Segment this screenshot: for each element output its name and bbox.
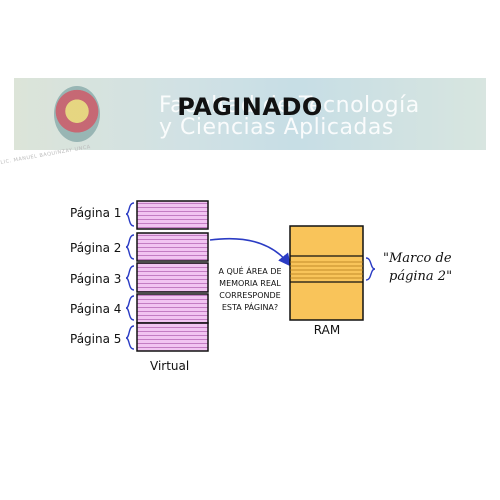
brace-icon — [125, 325, 135, 350]
question-line-1: A QUÉ ÁREA DE — [218, 265, 281, 276]
page-label-4: Página 4 — [70, 302, 121, 316]
frame-note-line-2: página 2" — [389, 269, 452, 284]
virtual-page-5 — [136, 322, 209, 352]
ram-memory — [289, 225, 364, 321]
frame-brace-icon — [365, 257, 376, 281]
virtual-page-1 — [136, 200, 209, 230]
page-label-1: Página 1 — [70, 206, 121, 220]
university-seal — [54, 86, 100, 142]
page-label-2: Página 2 — [70, 241, 121, 255]
ram-block — [289, 225, 364, 321]
virtual-page-3 — [136, 262, 209, 293]
page-label-5: Página 5 — [70, 332, 121, 346]
page-label-3: Página 3 — [70, 272, 121, 286]
brace-icon — [125, 202, 135, 227]
brace-icon — [125, 295, 135, 321]
virtual-memory — [136, 200, 209, 352]
virtual-label: Virtual — [150, 359, 189, 373]
ram-label: RAM — [314, 323, 340, 337]
page-braces — [125, 202, 135, 350]
question-line-3: CORRESPONDE — [219, 291, 280, 300]
question-line-2: MEMORIA REAL — [219, 279, 281, 288]
brace-icon — [125, 265, 135, 291]
virtual-page-2 — [136, 232, 209, 262]
mapping-arrow — [209, 237, 291, 267]
banner-text-line-1: Facultad de Tecnología — [159, 93, 420, 118]
brace-icon — [125, 234, 135, 260]
ram-frame-2 — [290, 261, 363, 279]
banner-text-line-2: y Ciencias Aplicadas — [159, 115, 394, 140]
question-line-4: ESTA PÁGINA? — [222, 301, 278, 312]
slide-title: PAGINADO — [177, 93, 323, 121]
header-banner: Facultad de Tecnología y Ciencias Aplica… — [14, 78, 486, 150]
frame-note-line-1: "Marco de — [383, 251, 452, 266]
virtual-page-4 — [136, 293, 209, 324]
